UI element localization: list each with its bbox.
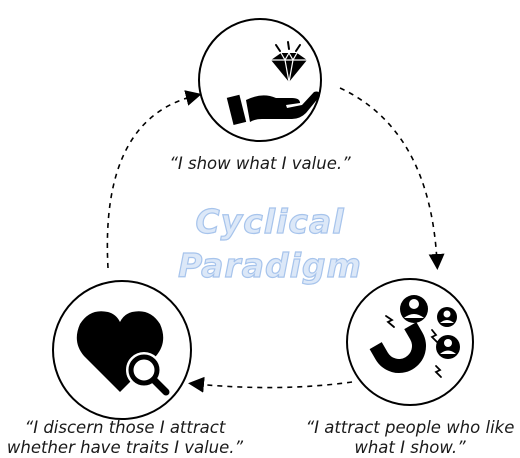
title-line-2: Paradigm bbox=[177, 245, 362, 285]
node-show bbox=[198, 18, 322, 142]
caption-discern-line-1: “I discern those I attract bbox=[24, 418, 226, 437]
arrow-show-to-attract bbox=[339, 87, 445, 270]
caption-attract-line-1: “I attract people who like bbox=[305, 418, 515, 437]
title-line-1: Cyclical bbox=[195, 201, 345, 241]
caption-show: “I show what I value.” bbox=[169, 154, 351, 173]
caption-attract: “I attract people who like what I show.” bbox=[300, 418, 520, 458]
caption-discern: “I discern those I attract whether have … bbox=[0, 418, 250, 458]
caption-attract-line-2: what I show.” bbox=[354, 438, 466, 457]
caption-discern-line-2: whether have traits I value.” bbox=[6, 438, 244, 457]
diagram-title: Cyclical Paradigm bbox=[150, 200, 390, 288]
